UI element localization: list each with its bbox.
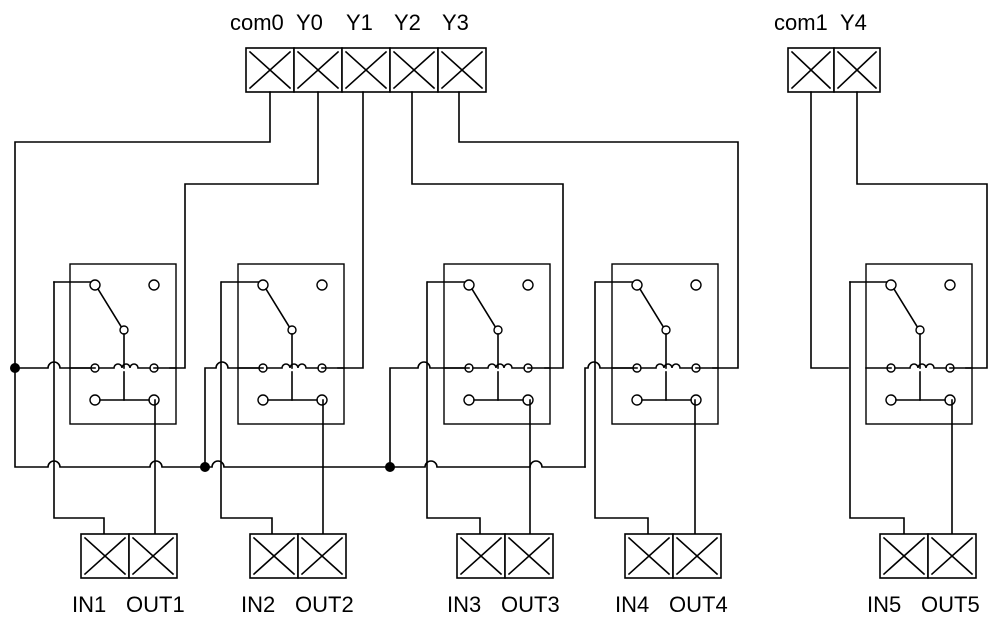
junction-dot bbox=[10, 363, 20, 373]
terminal-cell-y2 bbox=[390, 48, 438, 92]
terminal-label-com1: com1 bbox=[774, 10, 828, 35]
terminal-label-in2: IN2 bbox=[241, 592, 275, 617]
terminal-label-y4: Y4 bbox=[840, 10, 867, 35]
output-terminal-blocks bbox=[81, 534, 976, 578]
terminal-cell-y4 bbox=[834, 48, 880, 92]
terminal-block-out1 bbox=[81, 534, 177, 578]
relay-group bbox=[54, 264, 972, 424]
terminal-cell-y1 bbox=[342, 48, 390, 92]
terminal-block-out4 bbox=[625, 534, 721, 578]
terminal-cell-y0 bbox=[294, 48, 342, 92]
junction-dot bbox=[385, 462, 395, 472]
top-terminal-labels: com0 Y0 Y1 Y2 Y3 com1 Y4 bbox=[230, 10, 867, 35]
terminal-label-out5: OUT5 bbox=[921, 592, 980, 617]
terminal-block-out3 bbox=[457, 534, 553, 578]
terminal-label-in5: IN5 bbox=[867, 592, 901, 617]
wire-y1 bbox=[338, 92, 363, 368]
output-wires bbox=[54, 282, 952, 534]
terminal-label-y2: Y2 bbox=[394, 10, 421, 35]
relay-5 bbox=[850, 264, 972, 424]
terminal-block-plc-group1 bbox=[788, 48, 880, 92]
junction-dot bbox=[200, 462, 210, 472]
wire-y2 bbox=[412, 92, 563, 368]
relay-1 bbox=[54, 264, 176, 424]
terminal-label-in4: IN4 bbox=[615, 592, 649, 617]
terminal-label-y1: Y1 bbox=[346, 10, 373, 35]
terminal-cell-com0 bbox=[246, 48, 294, 92]
terminal-label-com0: com0 bbox=[230, 10, 284, 35]
terminal-cell-com1 bbox=[788, 48, 834, 92]
wire-com1 bbox=[811, 92, 848, 368]
terminal-label-out4: OUT4 bbox=[669, 592, 728, 617]
relay-3 bbox=[428, 264, 550, 424]
terminal-block-out2 bbox=[250, 534, 346, 578]
terminal-label-y0: Y0 bbox=[296, 10, 323, 35]
lower-bus bbox=[15, 368, 585, 467]
output-terminal-labels: IN1 OUT1 IN2 OUT2 IN3 OUT3 IN4 OUT4 IN5 … bbox=[72, 592, 980, 617]
terminal-label-in3: IN3 bbox=[447, 592, 481, 617]
terminal-block-out5 bbox=[880, 534, 976, 578]
terminal-label-y3: Y3 bbox=[442, 10, 469, 35]
terminal-label-out1: OUT1 bbox=[126, 592, 185, 617]
relay-4 bbox=[596, 264, 718, 424]
wire-y0 bbox=[170, 92, 318, 368]
terminal-block-plc-group0 bbox=[246, 48, 486, 92]
common-bus bbox=[10, 362, 632, 472]
coil-bus-segment bbox=[15, 362, 95, 368]
terminal-cell-y3 bbox=[438, 48, 486, 92]
terminal-label-out3: OUT3 bbox=[501, 592, 560, 617]
terminal-label-out2: OUT2 bbox=[295, 592, 354, 617]
relay-2 bbox=[222, 264, 344, 424]
terminal-label-in1: IN1 bbox=[72, 592, 106, 617]
